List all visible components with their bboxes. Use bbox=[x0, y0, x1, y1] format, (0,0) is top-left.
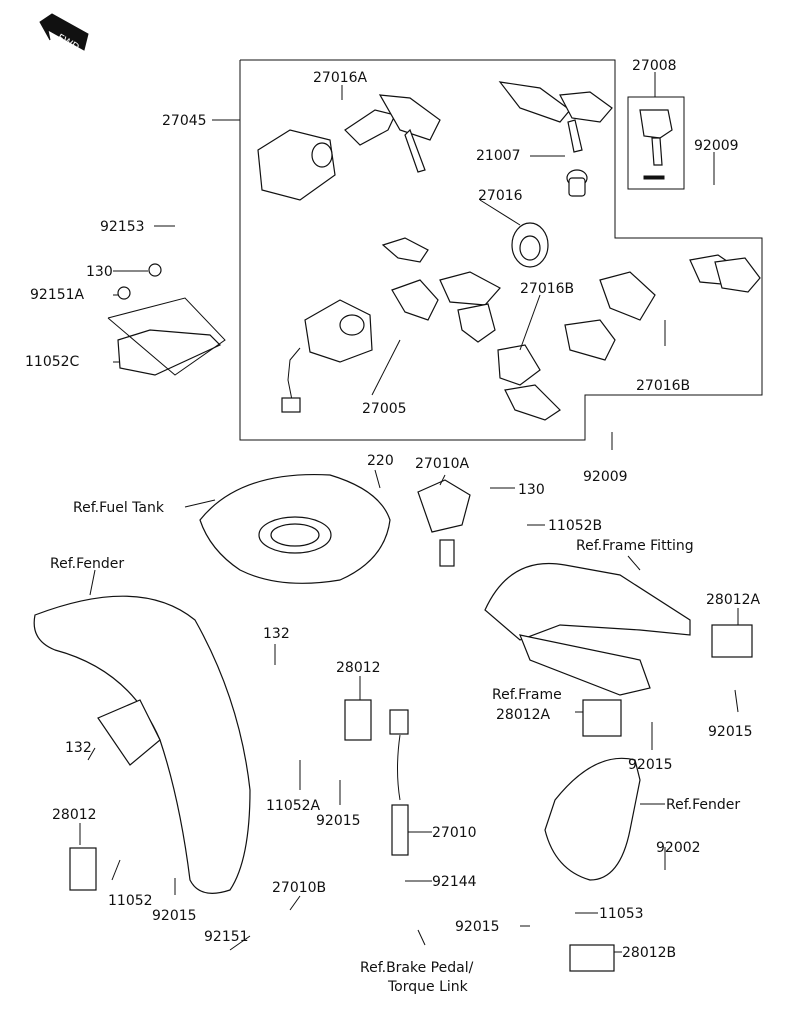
label-27016: 27016 bbox=[478, 188, 523, 204]
label-torque-link: Torque Link bbox=[387, 979, 469, 995]
label-92015-b: 92015 bbox=[316, 813, 361, 829]
fuel-tank bbox=[199, 473, 391, 584]
label-92015-a: 92015 bbox=[708, 724, 753, 740]
key-set-27016B bbox=[497, 254, 761, 421]
label-92153: 92153 bbox=[100, 219, 145, 235]
label-220: 220 bbox=[367, 453, 394, 469]
label-ref-frame-fitting: Ref.Frame Fitting bbox=[576, 538, 694, 554]
label-132-a: 132 bbox=[263, 626, 290, 642]
ignition-switch-27005 bbox=[281, 237, 439, 413]
label-ref-fender-front: Ref.Fender bbox=[50, 556, 124, 572]
label-ref-brake-pedal: Ref.Brake Pedal/ bbox=[360, 960, 474, 976]
key-set-21007 bbox=[498, 81, 613, 197]
label-132-b: 132 bbox=[65, 740, 92, 756]
label-92009-a: 92009 bbox=[694, 138, 739, 154]
label-ref-fuel-tank: Ref.Fuel Tank bbox=[73, 500, 165, 516]
label-11052A: 11052A bbox=[266, 798, 321, 814]
label-28012A-b: 28012A bbox=[496, 707, 551, 723]
label-ref-frame: Ref.Frame bbox=[492, 687, 562, 703]
rear-frame bbox=[484, 562, 753, 737]
label-27005: 27005 bbox=[362, 401, 407, 417]
label-92144: 92144 bbox=[432, 874, 477, 890]
switch-27010 bbox=[389, 709, 409, 856]
label-92015-e: 92015 bbox=[455, 919, 500, 935]
label-92015-d: 92015 bbox=[152, 908, 197, 924]
reflector-28012b bbox=[344, 699, 372, 741]
label-27008: 27008 bbox=[632, 58, 677, 74]
label-11053: 11053 bbox=[599, 906, 644, 922]
label-11052: 11052 bbox=[108, 893, 153, 909]
label-27045: 27045 bbox=[162, 113, 207, 129]
label-28012-a: 28012 bbox=[336, 660, 381, 676]
label-92015-c: 92015 bbox=[628, 757, 673, 773]
key-set-27016A bbox=[257, 94, 441, 201]
label-130-b: 130 bbox=[518, 482, 545, 498]
leader-lines bbox=[79, 72, 739, 953]
key-card-27008 bbox=[627, 96, 685, 190]
label-27010: 27010 bbox=[432, 825, 477, 841]
label-28012-b: 28012 bbox=[52, 807, 97, 823]
key-set-27016 bbox=[439, 222, 549, 343]
label-28012B: 28012B bbox=[622, 945, 676, 961]
bracket-11052C bbox=[107, 263, 226, 376]
label-130-a: 130 bbox=[86, 264, 113, 280]
label-27016A: 27016A bbox=[313, 70, 368, 86]
label-27016B-b: 27016B bbox=[636, 378, 690, 394]
label-21007: 21007 bbox=[476, 148, 521, 164]
label-92151A: 92151A bbox=[30, 287, 85, 303]
rear-fender bbox=[544, 757, 641, 881]
fwd-arrow-icon: FWD bbox=[39, 13, 89, 54]
label-11052B: 11052B bbox=[548, 518, 602, 534]
label-11052C: 11052C bbox=[25, 354, 80, 370]
label-92002: 92002 bbox=[656, 840, 701, 856]
label-27010A: 27010A bbox=[415, 456, 470, 472]
label-27016B-a: 27016B bbox=[520, 281, 574, 297]
reflector-28012B bbox=[569, 944, 615, 972]
label-92009-b: 92009 bbox=[583, 469, 628, 485]
part-labels: 27045 27016A 27008 21007 92009 92153 270… bbox=[25, 58, 761, 995]
front-fender bbox=[33, 595, 251, 894]
label-ref-fender-rear: Ref.Fender bbox=[666, 797, 740, 813]
assembly-frame bbox=[212, 59, 763, 441]
label-92151: 92151 bbox=[204, 929, 249, 945]
label-27010B: 27010B bbox=[272, 880, 326, 896]
reflector-28012 bbox=[69, 847, 97, 891]
label-28012A-a: 28012A bbox=[706, 592, 761, 608]
switch-27010A bbox=[417, 479, 471, 567]
